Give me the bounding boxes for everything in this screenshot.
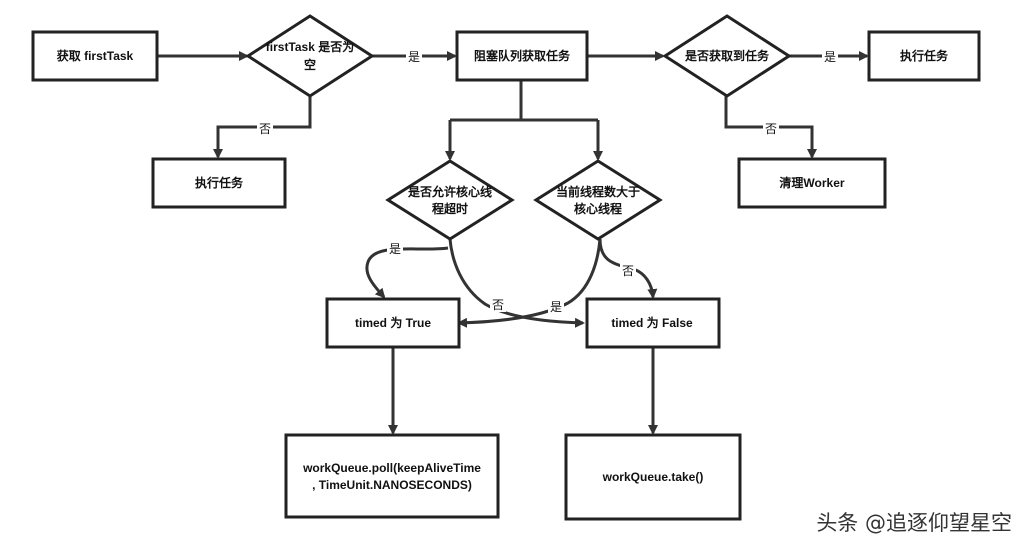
node-label-threads-gt-core-2: 核心线程 <box>574 201 622 216</box>
edge-gt-core-yes <box>457 238 602 328</box>
node-label-get-first-task: 获取 firstTask <box>56 48 134 63</box>
node-label-clean-worker: 清理Worker <box>779 175 844 190</box>
edge-label-no-4: 否 <box>622 264 634 278</box>
node-label-poll-2: , TimeUnit.NANOSECONDS) <box>312 478 472 492</box>
node-label-allow-core-timeout-1: 是否允许核心线 <box>407 184 492 199</box>
node-label-first-task-null-2: 空 <box>304 57 316 72</box>
edge-allow-yes <box>365 246 449 299</box>
edge-label-no-2: 否 <box>765 122 777 136</box>
node-label-exec-task-right: 执行任务 <box>900 48 949 63</box>
node-clean-worker: 清理Worker <box>737 157 887 209</box>
node-timed-true: timed 为 True <box>325 297 461 349</box>
node-label-take: workQueue.take() <box>602 470 704 484</box>
edges <box>158 51 869 435</box>
edge-allow-no <box>448 238 585 328</box>
node-timed-false: timed 为 False <box>585 297 721 349</box>
node-get-first-task: 获取 firstTask <box>31 30 159 82</box>
edge-queue-split <box>450 81 598 122</box>
edge-label-yes-4: 是 <box>550 300 562 314</box>
watermark-text: 头条 @追逐仰望星空 <box>816 511 1012 535</box>
node-label-timed-true: timed 为 True <box>355 315 431 330</box>
node-label-exec-task-left: 执行任务 <box>195 175 244 190</box>
edge-label-no-1: 否 <box>259 122 271 136</box>
node-label-threads-gt-core-1: 当前线程数大于 <box>556 184 640 199</box>
edge-label-no-3: 否 <box>492 298 504 312</box>
edge-label-yes-2: 是 <box>824 50 836 64</box>
node-first-task-null-decision: firstTask 是否为 空 <box>245 14 375 98</box>
node-label-first-task-null-1: firstTask 是否为 <box>266 39 354 54</box>
node-workqueue-take: workQueue.take() <box>564 433 742 521</box>
node-label-blocking-queue: 阻塞队列获取任务 <box>474 48 571 63</box>
edge-label-yes-1: 是 <box>408 50 420 64</box>
node-label-got-task: 是否获取到任务 <box>684 48 770 63</box>
node-label-poll-1: workQueue.poll(keepAliveTime <box>302 461 481 475</box>
node-threads-gt-core-decision: 当前线程数大于 核心线程 <box>533 159 663 241</box>
node-label-timed-false: timed 为 False <box>611 315 693 330</box>
node-got-task-decision: 是否获取到任务 <box>662 14 792 98</box>
node-allow-core-timeout-decision: 是否允许核心线 程超时 <box>385 159 515 241</box>
node-label-allow-core-timeout-2: 程超时 <box>432 201 468 216</box>
node-exec-task-right: 执行任务 <box>867 30 981 82</box>
node-workqueue-poll: workQueue.poll(keepAliveTime , TimeUnit.… <box>284 433 500 519</box>
node-blocking-queue: 阻塞队列获取任务 <box>455 30 589 82</box>
node-exec-task-left: 执行任务 <box>151 157 287 209</box>
edge-labels: 是 是 否 否 是 否 是 否 <box>257 48 838 314</box>
edge-label-yes-3: 是 <box>389 242 401 256</box>
